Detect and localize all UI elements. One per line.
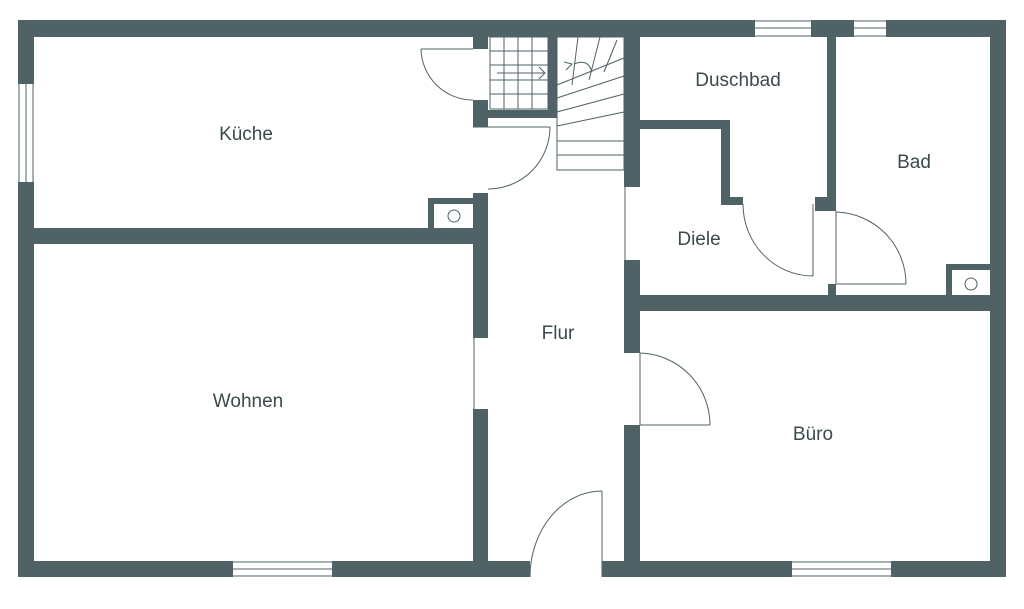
wall-duschbad-stub bbox=[721, 197, 743, 205]
window-bottom-wohnen bbox=[233, 561, 332, 577]
wall-top-left bbox=[18, 20, 755, 37]
wall-flur-right-mid bbox=[624, 260, 640, 353]
door-diele-bad bbox=[835, 211, 907, 285]
wall-bottom-2 bbox=[332, 561, 530, 577]
interior-walls bbox=[34, 37, 990, 561]
door-diele-duschbad bbox=[742, 203, 814, 277]
wall-bottom-4 bbox=[891, 561, 1006, 577]
wall-flur-left-upper bbox=[473, 193, 488, 338]
chimney-kueche-circle bbox=[447, 209, 461, 223]
wall-kueche-wohnen bbox=[34, 228, 488, 244]
wall-bottom-3 bbox=[602, 561, 792, 577]
room-labels: Küche Wohnen Flur Duschbad Diele Bad Bür… bbox=[213, 70, 931, 445]
wall-bad-stub bbox=[815, 197, 836, 211]
room-label-duschbad: Duschbad bbox=[695, 70, 781, 91]
wall-kueche-east-upper bbox=[473, 37, 488, 49]
wall-stair-right bbox=[548, 37, 557, 117]
wall-top-mid bbox=[811, 20, 854, 37]
wall-bottom-1 bbox=[18, 561, 233, 577]
wall-duschbad-bottom bbox=[640, 120, 729, 129]
windows bbox=[18, 20, 891, 577]
window-top-bad bbox=[854, 20, 886, 37]
wall-kueche-east-mid bbox=[473, 100, 488, 127]
winding-stair-arrow bbox=[573, 61, 593, 73]
window-left-kueche bbox=[18, 84, 34, 182]
staircase bbox=[489, 36, 625, 171]
window-bottom-buero bbox=[792, 561, 891, 577]
door-kueche-flur bbox=[473, 126, 551, 190]
wall-duschbad-bad bbox=[827, 37, 836, 205]
door-flur-buero bbox=[639, 352, 711, 426]
room-label-flur: Flur bbox=[542, 323, 575, 344]
chimney-bad-circle bbox=[964, 277, 978, 291]
door-kueche-stair bbox=[420, 48, 474, 101]
wall-flur-right-upper bbox=[624, 37, 640, 187]
wall-duschbad-step bbox=[721, 120, 730, 204]
doors bbox=[420, 48, 907, 578]
wall-flur-left-lower bbox=[473, 409, 488, 561]
wall-right bbox=[990, 20, 1006, 577]
wall-stair-bottom bbox=[488, 110, 557, 118]
wall-left-lower bbox=[18, 182, 34, 577]
wall-flur-right-lower bbox=[624, 425, 640, 561]
room-label-bad: Bad bbox=[897, 152, 931, 173]
room-label-wohnen: Wohnen bbox=[213, 391, 283, 412]
window-top-duschbad bbox=[755, 20, 811, 37]
room-label-kueche: Küche bbox=[219, 124, 273, 145]
room-label-diele: Diele bbox=[677, 229, 720, 250]
wall-diele-buero bbox=[640, 295, 990, 311]
door-entrance bbox=[529, 490, 603, 578]
wall-top-right bbox=[886, 20, 1006, 37]
outer-walls bbox=[18, 20, 1006, 577]
room-label-buero: Büro bbox=[793, 424, 833, 445]
wall-bad-stub-low bbox=[828, 284, 836, 295]
wall-left-upper bbox=[18, 20, 34, 84]
